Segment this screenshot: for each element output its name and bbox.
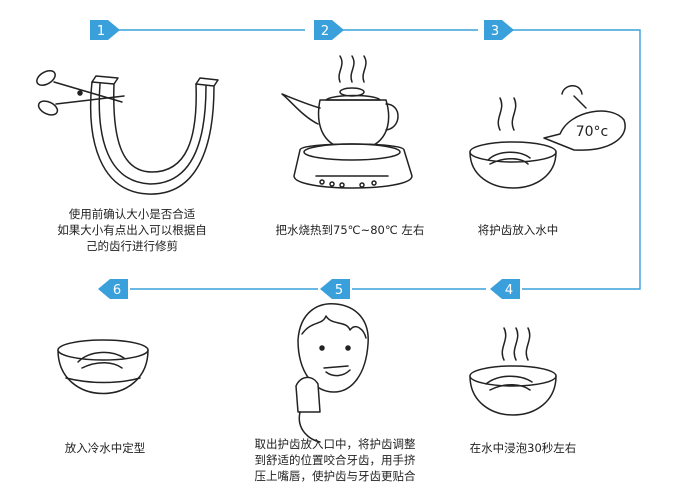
step-badge-3: 3 [484, 20, 514, 40]
flow-connector-lines [118, 29, 641, 290]
scissors-icon [36, 70, 125, 116]
pour-water-into-bowl-illustration: 70°c [469, 85, 626, 189]
step-3-caption: 将护齿放入水中 [477, 223, 559, 237]
step-badge-4: 4 [490, 279, 520, 299]
boy-fitting-mouthguard-illustration [295, 303, 369, 443]
step-badge-6: 6 [98, 279, 128, 299]
step-1-caption: 使用前确认大小是否合适 如果大小有点出入可以根据自 己的齿行进行修剪 [57, 207, 207, 253]
kettle-temperature-label: 70°c [576, 124, 609, 140]
kettle-on-heater-illustration [281, 55, 413, 189]
step-2-caption: 把水烧热到75℃~80℃ 左右 [275, 223, 425, 237]
svg-text:4: 4 [505, 283, 513, 298]
cold-water-setting-illustration [57, 339, 149, 395]
svg-text:6: 6 [113, 283, 121, 298]
svg-text:3: 3 [491, 24, 499, 39]
step-badge-2: 2 [314, 20, 344, 40]
connector-3-4 [510, 29, 641, 290]
step-4-caption: 在水中浸泡30秒左右 [469, 441, 577, 455]
svg-text:5: 5 [335, 283, 343, 298]
svg-text:2: 2 [321, 24, 329, 39]
step-badge-1: 1 [90, 20, 120, 40]
soak-in-hot-water-illustration [469, 327, 557, 416]
step-5-caption: 取出护齿放入口中，将护齿调整 到舒适的位置咬合牙齿，用手挤 压上嘴唇，使护齿与牙… [254, 437, 416, 483]
svg-text:1: 1 [97, 24, 105, 39]
step-badge-5: 5 [320, 279, 350, 299]
step-6-caption: 放入冷水中定型 [64, 441, 146, 455]
mouthguard-trim-illustration [36, 70, 219, 195]
